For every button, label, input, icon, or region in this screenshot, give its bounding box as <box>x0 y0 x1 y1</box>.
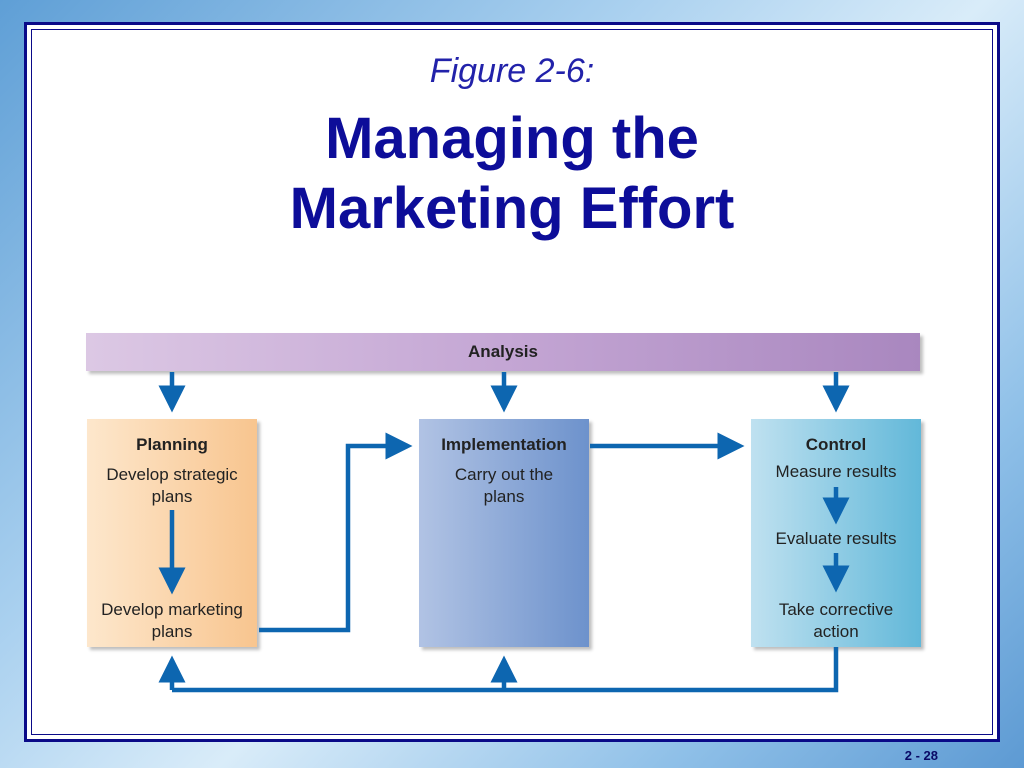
analysis-bar: Analysis <box>86 333 920 371</box>
planning-step-1-line-1: Develop strategic <box>106 465 238 484</box>
planning-box: Planning Develop strategic plans Develop… <box>87 419 257 647</box>
planning-step-1-line-2: plans <box>151 487 193 506</box>
planning-step-2: Develop marketing plans <box>87 599 257 643</box>
feedback-loop-line <box>172 647 839 693</box>
control-step-3-line-2: action <box>813 622 859 641</box>
slide-title: Managing the Marketing Effort <box>0 104 1024 244</box>
control-box: Control Measure results Evaluate results… <box>751 419 921 647</box>
control-step-3-line-1: Take corrective <box>778 600 894 619</box>
implementation-line-2: plans <box>483 487 525 506</box>
planning-heading: Planning <box>136 435 208 454</box>
implementation-heading: Implementation <box>441 435 567 454</box>
title-line-1: Managing the <box>325 106 699 171</box>
figure-label: Figure 2-6: <box>429 52 595 90</box>
planning-step-2-line-1: Develop marketing <box>101 600 243 619</box>
implementation-box: Implementation Carry out the plans <box>419 419 589 647</box>
slide-inner-border <box>31 29 993 735</box>
control-step-3: Take corrective action <box>751 599 921 643</box>
planning-step-1: Develop strategic plans <box>87 464 257 508</box>
arrow-planning-to-implementation <box>259 432 413 633</box>
title-line-2: Marketing Effort <box>289 176 735 241</box>
control-step-2: Evaluate results <box>775 529 897 548</box>
control-step-1: Measure results <box>775 462 897 481</box>
slide-number: 2 - 28 <box>904 748 938 763</box>
control-heading: Control <box>805 435 867 454</box>
implementation-line-1: Carry out the <box>454 465 554 484</box>
implementation-text: Carry out the plans <box>419 464 589 508</box>
planning-step-2-line-2: plans <box>151 622 193 641</box>
